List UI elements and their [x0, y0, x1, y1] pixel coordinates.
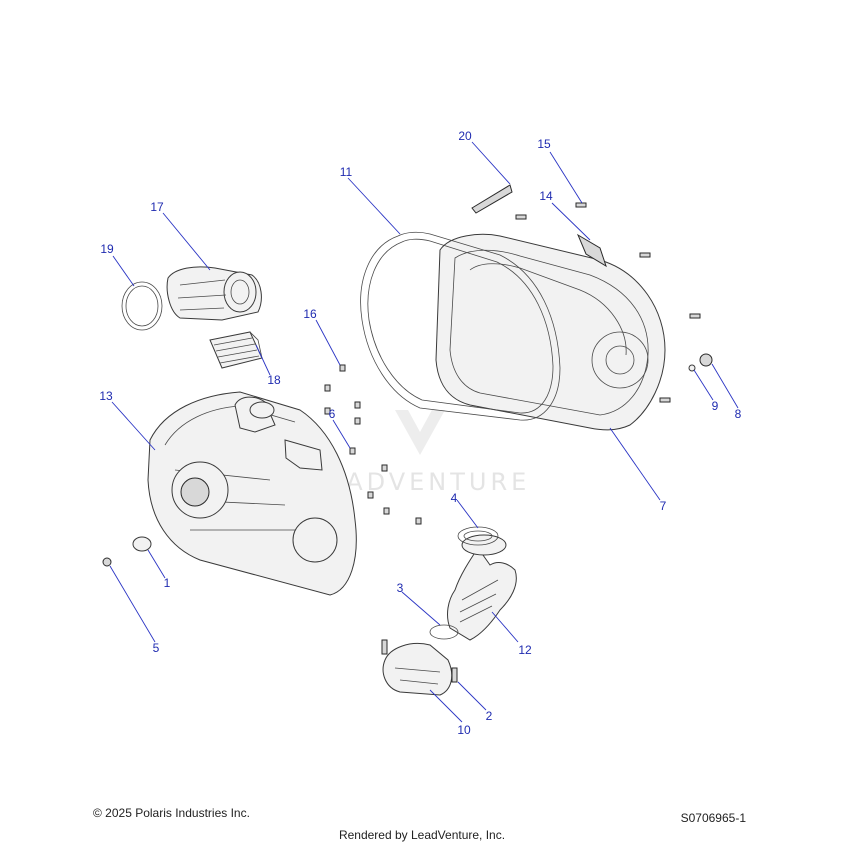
callout-17[interactable]: 17: [150, 200, 164, 214]
callout-7[interactable]: 7: [660, 499, 667, 513]
part-13-outer-clutch-cover[interactable]: [147, 391, 357, 596]
part-4-ring[interactable]: [457, 526, 499, 546]
callout-18[interactable]: 18: [267, 373, 281, 387]
watermark-logo-icon: [395, 410, 445, 455]
callout-15[interactable]: 15: [537, 137, 551, 151]
callout-6[interactable]: 6: [329, 407, 336, 421]
part-3-clamp[interactable]: [429, 624, 459, 640]
callout-8[interactable]: 8: [735, 407, 742, 421]
part-6-16-bolts[interactable]: [324, 364, 422, 525]
callout-10[interactable]: 10: [457, 723, 471, 737]
callout-19[interactable]: 19: [100, 242, 114, 256]
part-14-pad[interactable]: [576, 233, 607, 268]
part-9-grommet[interactable]: [688, 364, 696, 372]
callout-16[interactable]: 16: [303, 307, 317, 321]
part-20-pad[interactable]: [471, 184, 513, 214]
callout-14[interactable]: 14: [539, 189, 553, 203]
part-17-intake-duct[interactable]: [166, 266, 262, 321]
callout-4[interactable]: 4: [451, 491, 458, 505]
part-11-seal[interactable]: [360, 231, 561, 421]
part-1-spacer[interactable]: [132, 536, 152, 552]
part-8-plug[interactable]: [699, 353, 713, 367]
part-19-clamp[interactable]: [121, 281, 163, 331]
part-2-bolt-b[interactable]: [381, 639, 388, 655]
callout-12[interactable]: 12: [518, 643, 532, 657]
callout-3[interactable]: 3: [397, 581, 404, 595]
callout-2[interactable]: 2: [486, 709, 493, 723]
part-2-bolt[interactable]: [451, 667, 458, 683]
callout-20[interactable]: 20: [458, 129, 472, 143]
callout-13[interactable]: 13: [99, 389, 113, 403]
callout-11[interactable]: 11: [340, 165, 353, 179]
callout-9[interactable]: 9: [712, 399, 719, 413]
callout-5[interactable]: 5: [153, 641, 160, 655]
leader-lines: [109, 141, 739, 723]
rendered-by-text: Rendered by LeadVenture, Inc.: [338, 828, 506, 842]
part-15-bolts[interactable]: [515, 202, 701, 403]
part-7-inner-clutch-cover[interactable]: [435, 233, 666, 431]
part-18-grille[interactable]: [209, 331, 263, 369]
part-10-lower-duct[interactable]: [382, 643, 453, 696]
drawing-number: S0706965-1: [680, 811, 746, 825]
callout-1[interactable]: 1: [164, 576, 171, 590]
callout-labels: 20 15 14 11 17 19 16 18 13 6 7 8 9 4 1 5…: [99, 129, 741, 737]
part-12-duct-elbow[interactable]: [447, 534, 517, 641]
copyright-text: © 2025 Polaris Industries Inc.: [93, 806, 250, 820]
part-5-nut[interactable]: [102, 557, 112, 567]
